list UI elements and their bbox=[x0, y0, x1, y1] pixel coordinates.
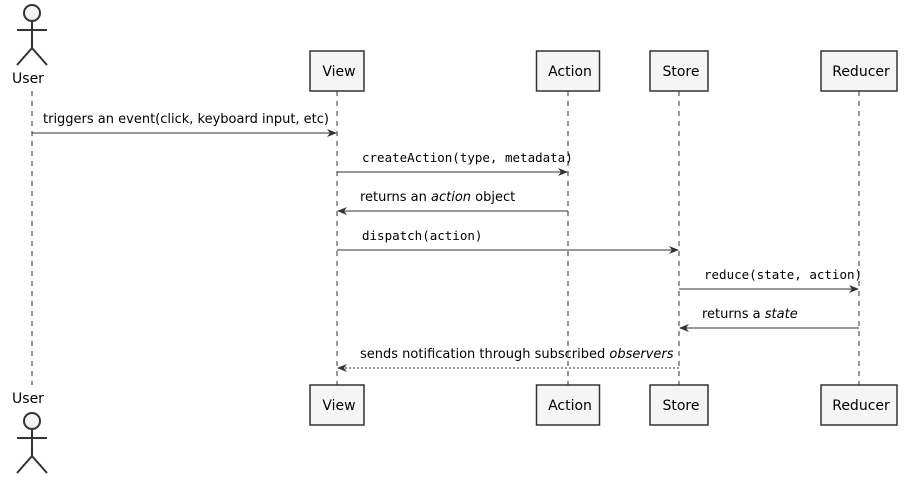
message-label-segment: createAction(type, metadata) bbox=[362, 150, 573, 165]
participant-user-top: User bbox=[12, 4, 48, 87]
messages: triggers an event(click, keyboard input,… bbox=[32, 112, 862, 372]
message-label-segment: state bbox=[765, 307, 798, 322]
participant-box bbox=[649, 50, 709, 92]
participant-store-top: Store bbox=[649, 50, 709, 92]
message-label-segment: returns a bbox=[702, 307, 765, 322]
message-label-segment: object bbox=[471, 190, 515, 205]
participant-label: Store bbox=[662, 398, 699, 414]
participant-box bbox=[649, 384, 709, 426]
participant-view-top: View bbox=[309, 50, 365, 92]
message-label-segment: sends notification through subscribed bbox=[360, 347, 609, 362]
actor-user-top-right-leg bbox=[31, 47, 48, 66]
participant-action-top: Action bbox=[535, 50, 601, 92]
participant-store-bottom: Store bbox=[649, 384, 709, 426]
participant-label: Action bbox=[548, 64, 592, 80]
participant-box bbox=[535, 384, 601, 426]
message-6: returns a state bbox=[679, 307, 859, 332]
participant-user-bottom: User bbox=[12, 391, 48, 474]
message-label-segment: dispatch(action) bbox=[362, 228, 482, 243]
lifelines bbox=[31, 91, 860, 385]
participant-label: Store bbox=[662, 64, 699, 80]
message-label: createAction(type, metadata) bbox=[362, 150, 573, 165]
actor-user-bottom-left-leg bbox=[16, 455, 33, 474]
participant-reducer-top: Reducer bbox=[820, 50, 898, 92]
actor-user-bottom-right-leg bbox=[31, 455, 48, 474]
message-label-segment: observers bbox=[609, 347, 673, 362]
participant-label: Reducer bbox=[832, 398, 890, 414]
actor-user-bottom-head bbox=[23, 412, 41, 430]
participant-label: Action bbox=[548, 398, 592, 414]
message-5: reduce(state, action) bbox=[679, 267, 862, 293]
participant-box bbox=[309, 50, 365, 92]
message-label: dispatch(action) bbox=[362, 228, 482, 243]
participant-action-bottom: Action bbox=[535, 384, 601, 426]
participant-view-bottom: View bbox=[309, 384, 365, 426]
participant-box bbox=[820, 50, 898, 92]
message-label: returns an action object bbox=[360, 190, 515, 205]
message-label-segment: triggers an event(click, keyboard input,… bbox=[43, 112, 329, 127]
message-1: triggers an event(click, keyboard input,… bbox=[32, 112, 337, 137]
message-label-segment: action bbox=[431, 190, 471, 205]
message-label-segment: reduce(state, action) bbox=[704, 267, 862, 282]
message-label-segment: returns an bbox=[360, 190, 431, 205]
message-label: reduce(state, action) bbox=[704, 267, 862, 282]
actor-user-top-head bbox=[23, 4, 41, 22]
participant-label: View bbox=[322, 398, 355, 414]
participant-label: User bbox=[12, 71, 44, 87]
participant-label: Reducer bbox=[832, 64, 890, 80]
message-label: sends notification through subscribed ob… bbox=[360, 347, 674, 362]
actor-user-top-left-leg bbox=[16, 47, 33, 66]
message-4: dispatch(action) bbox=[337, 228, 679, 254]
participant-reducer-bottom: Reducer bbox=[820, 384, 898, 426]
participant-label: View bbox=[322, 64, 355, 80]
participants: UserUserViewViewActionActionStoreStoreRe… bbox=[12, 4, 898, 474]
participant-box bbox=[535, 50, 601, 92]
message-2: createAction(type, metadata) bbox=[337, 150, 573, 176]
message-7: sends notification through subscribed ob… bbox=[337, 347, 679, 372]
message-label: returns a state bbox=[702, 307, 798, 322]
participant-box bbox=[820, 384, 898, 426]
participant-box bbox=[309, 384, 365, 426]
message-label: triggers an event(click, keyboard input,… bbox=[43, 112, 329, 127]
participant-label: User bbox=[12, 391, 44, 407]
message-3: returns an action object bbox=[337, 190, 568, 215]
